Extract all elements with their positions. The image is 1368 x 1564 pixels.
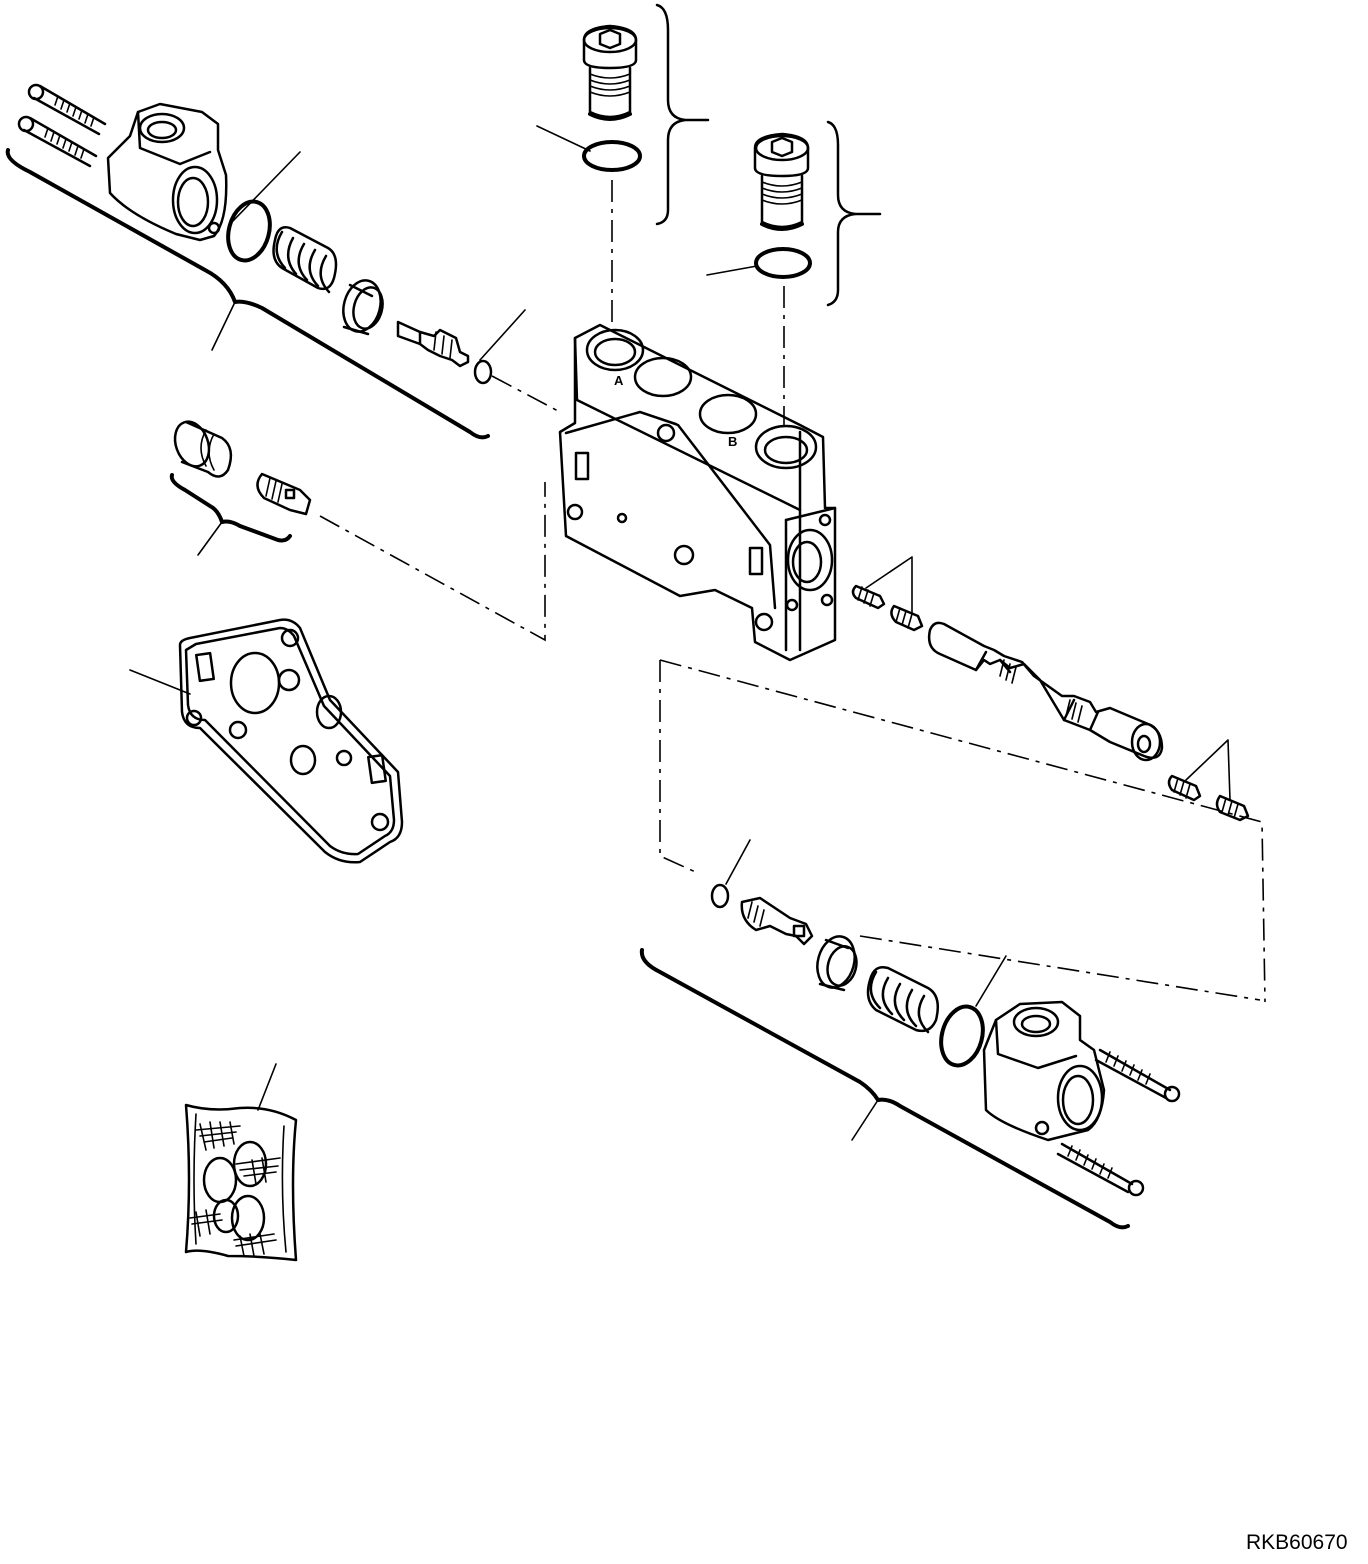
poppet-right	[740, 896, 814, 946]
poppet-left	[396, 320, 470, 368]
bracket-plug-2	[826, 120, 857, 307]
small-plug	[173, 420, 233, 478]
plug-top-2	[753, 132, 810, 231]
bolt-upper-1	[27, 83, 107, 136]
spring-right	[866, 966, 939, 1034]
spool-springs-upper	[851, 584, 924, 632]
drawing-reference-code: RKB60670	[1246, 1531, 1348, 1554]
small-o-ring-left	[473, 359, 493, 385]
o-ring-top-2	[754, 247, 812, 279]
o-ring-left	[226, 199, 272, 263]
plug-top-1	[582, 24, 638, 121]
spool	[927, 621, 1164, 762]
port-label-b: B	[728, 434, 737, 449]
gasket-plate	[178, 618, 404, 864]
collar-right	[816, 935, 858, 992]
right-end-cap-assembly	[982, 1000, 1181, 1197]
valve-body: A B	[558, 323, 837, 662]
seal-kit-bag	[184, 1103, 298, 1262]
small-o-ring-right	[710, 883, 730, 909]
bolt-lower-1	[1094, 1048, 1181, 1103]
bolt-lower-2	[1056, 1142, 1145, 1197]
port-label-a: A	[614, 373, 624, 388]
brace-small-plug	[169, 473, 292, 543]
brace-upper-left	[5, 148, 490, 440]
spring-left	[272, 226, 338, 294]
o-ring-right	[939, 1004, 985, 1068]
collar-left	[342, 279, 384, 336]
left-end-cap-assembly	[17, 83, 228, 242]
check-valve	[256, 472, 312, 516]
bracket-plug-1	[655, 3, 687, 226]
o-ring-top-1	[582, 140, 642, 172]
bolt-upper-2	[17, 115, 98, 168]
spool-springs-lower	[1167, 774, 1250, 822]
